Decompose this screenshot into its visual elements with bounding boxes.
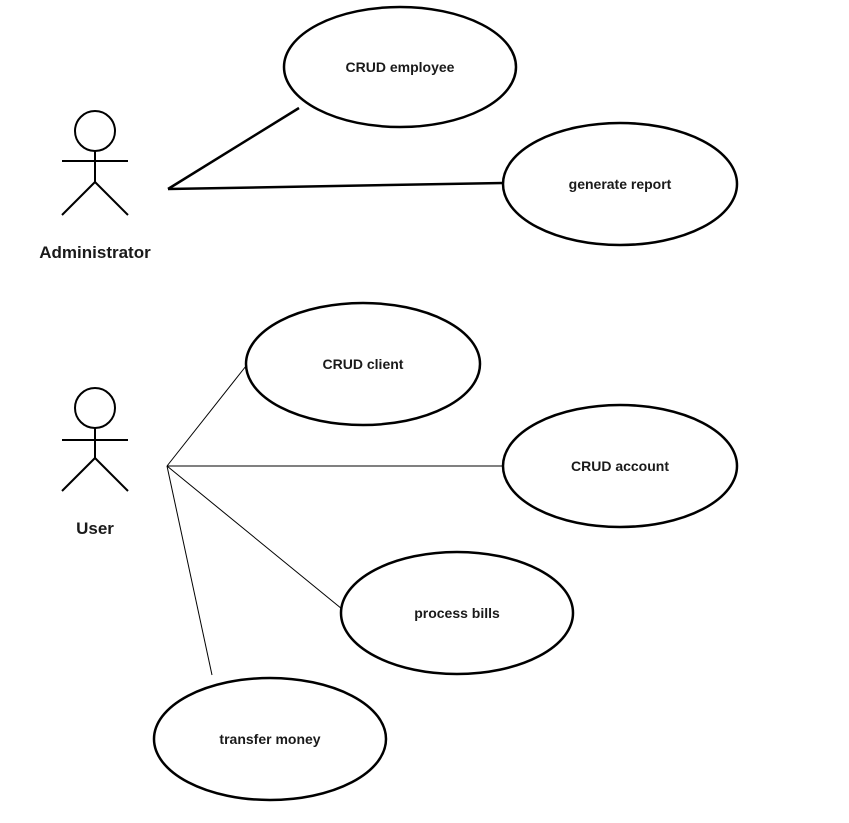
- use-case-crud-employee[interactable]: CRUD employee: [282, 5, 518, 129]
- administrator-label: Administrator: [39, 243, 151, 262]
- use-case-label: generate report: [569, 176, 672, 192]
- use-case-label: transfer money: [219, 731, 320, 747]
- association-user-crud-client[interactable]: [166, 365, 247, 467]
- use-case-generate-report[interactable]: generate report: [501, 121, 739, 247]
- user-label: User: [76, 519, 114, 538]
- use-case-crud-account[interactable]: CRUD account: [501, 403, 739, 529]
- use-case-process-bills[interactable]: process bills: [339, 550, 575, 676]
- association-user-transfer-money[interactable]: [166, 465, 213, 676]
- actor-user[interactable]: User: [61, 387, 129, 538]
- actor-administrator[interactable]: Administrator: [39, 110, 151, 262]
- user-associations: [166, 365, 503, 676]
- association-user-process-bills[interactable]: [166, 465, 343, 610]
- use-case-crud-client[interactable]: CRUD client: [244, 301, 482, 427]
- administrator-stick-figure-icon: [61, 110, 129, 216]
- use-case-transfer-money[interactable]: transfer money: [152, 676, 388, 802]
- user-stick-figure-icon: [61, 387, 129, 492]
- use-case-label: CRUD account: [571, 458, 669, 474]
- association-admin-crud-employee[interactable]: [167, 106, 300, 191]
- association-admin-generate-report[interactable]: [167, 181, 504, 191]
- use-case-label: CRUD employee: [346, 59, 455, 75]
- use-case-label: process bills: [414, 605, 500, 621]
- use-case-label: CRUD client: [323, 356, 404, 372]
- administrator-associations: [167, 106, 504, 191]
